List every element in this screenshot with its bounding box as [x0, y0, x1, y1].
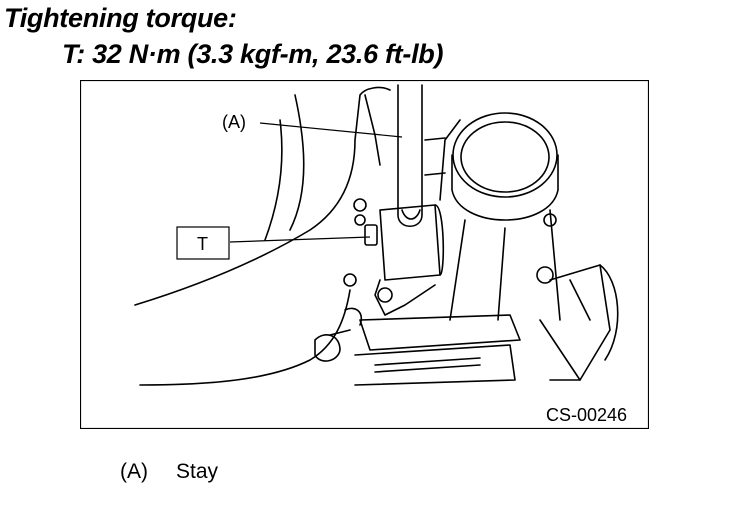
- component-illustration: (A) T CS-00246: [80, 80, 649, 429]
- figure-id: CS-00246: [546, 405, 627, 425]
- callout-leaders: [229, 122, 403, 243]
- line-art: [134, 84, 619, 386]
- legend: (A) Stay: [120, 457, 218, 487]
- callout-a-label: (A): [222, 112, 246, 132]
- torque-heading: Tightening torque:: [4, 3, 237, 33]
- callout-t-label: T: [197, 234, 208, 254]
- legend-item: (A) Stay: [120, 457, 218, 487]
- callout-t-box: [176, 226, 230, 260]
- torque-spec: T: 32 N·m (3.3 kgf-m, 23.6 ft-lb): [62, 39, 444, 69]
- legend-key: (A): [120, 460, 148, 483]
- legend-label: Stay: [176, 460, 219, 483]
